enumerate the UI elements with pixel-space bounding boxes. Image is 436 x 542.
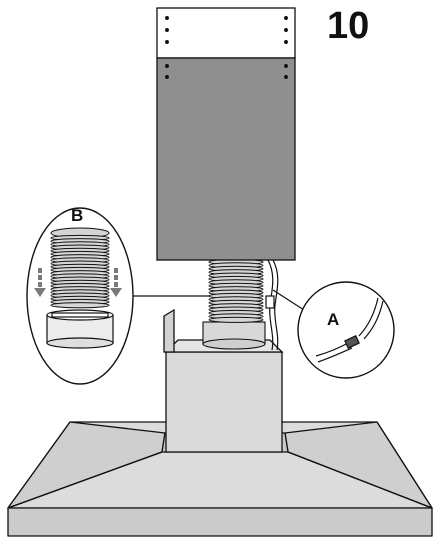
duct-collar-detail — [46, 309, 114, 349]
hood-front-edge — [7, 507, 433, 537]
lower-chimney — [156, 57, 296, 261]
callout-b: B — [26, 206, 210, 385]
duct-coil — [208, 316, 264, 323]
flexible-duct — [202, 258, 266, 350]
cable-detail — [315, 297, 384, 363]
hood-canopy — [7, 421, 433, 537]
power-cable — [265, 259, 279, 351]
push-down-arrow-right — [110, 268, 122, 297]
callout-a-label: A — [327, 310, 339, 329]
step-number: 10 — [327, 5, 370, 47]
callout-a: A — [272, 281, 395, 379]
callout-b-label: B — [71, 206, 83, 225]
push-down-arrow-left — [34, 268, 46, 297]
detail-duct-coil — [50, 302, 110, 309]
upper-chimney — [156, 7, 296, 59]
